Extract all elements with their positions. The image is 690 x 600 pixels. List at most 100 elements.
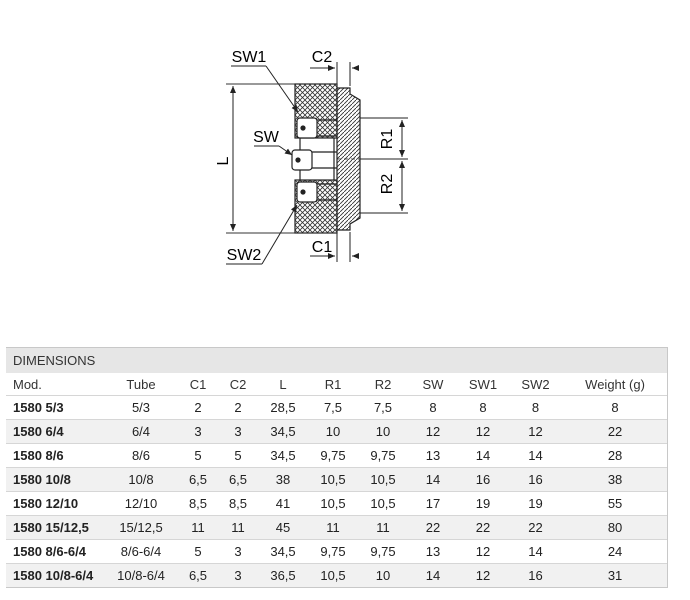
value-cell: 8/6 bbox=[104, 443, 178, 468]
value-cell: 9,75 bbox=[308, 539, 358, 564]
leader-sw bbox=[254, 145, 293, 156]
value-cell: 8/6-6/4 bbox=[104, 539, 178, 564]
dimension-c2 bbox=[310, 62, 359, 86]
label-r2: R2 bbox=[379, 174, 396, 195]
value-cell: 55 bbox=[563, 491, 668, 516]
dimension-l bbox=[226, 83, 296, 234]
model-cell: 1580 10/8 bbox=[6, 467, 104, 492]
value-cell: 10,5 bbox=[308, 563, 358, 588]
value-cell: 22 bbox=[563, 419, 668, 444]
value-cell: 8 bbox=[458, 395, 508, 420]
value-cell: 22 bbox=[458, 515, 508, 540]
label-c1: C1 bbox=[312, 239, 333, 256]
value-cell: 10,5 bbox=[308, 467, 358, 492]
value-cell: 15/12,5 bbox=[104, 515, 178, 540]
value-cell: 12 bbox=[458, 419, 508, 444]
value-cell: 34,5 bbox=[258, 443, 308, 468]
value-cell: 6,5 bbox=[178, 467, 218, 492]
table-title: DIMENSIONS bbox=[6, 347, 668, 373]
value-cell: 8 bbox=[408, 395, 458, 420]
value-cell: 12/10 bbox=[104, 491, 178, 516]
value-cell: 10 bbox=[308, 419, 358, 444]
value-cell: 12 bbox=[508, 419, 563, 444]
model-cell: 1580 12/10 bbox=[6, 491, 104, 516]
technical-drawing: L SW1 SW SW2 bbox=[215, 49, 408, 265]
value-cell: 14 bbox=[508, 443, 563, 468]
value-cell: 5 bbox=[178, 443, 218, 468]
value-cell: 45 bbox=[258, 515, 308, 540]
model-cell: 1580 6/4 bbox=[6, 419, 104, 444]
value-cell: 17 bbox=[408, 491, 458, 516]
value-cell: 11 bbox=[308, 515, 358, 540]
value-cell: 8 bbox=[508, 395, 563, 420]
header-cell: L bbox=[279, 376, 287, 392]
value-cell: 34,5 bbox=[258, 419, 308, 444]
value-cell: 6,5 bbox=[178, 563, 218, 588]
value-cell: 12 bbox=[458, 539, 508, 564]
model-cell: 1580 5/3 bbox=[6, 395, 104, 420]
model-cell: 1580 10/8-6/4 bbox=[6, 563, 104, 588]
value-cell: 10 bbox=[358, 419, 408, 444]
value-cell: 6/4 bbox=[104, 419, 178, 444]
value-cell: 36,5 bbox=[258, 563, 308, 588]
value-cell: 9,75 bbox=[308, 443, 358, 468]
label-sw1: SW1 bbox=[232, 49, 267, 66]
value-cell: 14 bbox=[408, 467, 458, 492]
value-cell: 3 bbox=[218, 419, 258, 444]
value-cell: 16 bbox=[458, 467, 508, 492]
dimensions-table: DIMENSIONS Mod. Tube C1 C2 L R1 R2 SW SW… bbox=[6, 347, 668, 588]
value-cell: 2 bbox=[178, 395, 218, 420]
fitting-body bbox=[291, 83, 361, 234]
value-cell: 19 bbox=[508, 491, 563, 516]
value-cell: 11 bbox=[218, 515, 258, 540]
leader-sw1 bbox=[231, 65, 299, 113]
leader-sw2 bbox=[226, 204, 298, 265]
value-cell: 38 bbox=[258, 467, 308, 492]
value-cell: 14 bbox=[508, 539, 563, 564]
value-cell: 80 bbox=[563, 515, 668, 540]
header-cell: C1 bbox=[189, 376, 207, 392]
value-cell: 22 bbox=[408, 515, 458, 540]
model-cell: 1580 8/6-6/4 bbox=[6, 539, 104, 564]
value-cell: 13 bbox=[408, 539, 458, 564]
value-cell: 12 bbox=[458, 563, 508, 588]
value-cell: 10/8 bbox=[104, 467, 178, 492]
label-r1: R1 bbox=[379, 129, 396, 150]
value-cell: 11 bbox=[178, 515, 218, 540]
value-cell: 14 bbox=[458, 443, 508, 468]
value-cell: 8 bbox=[563, 395, 668, 420]
value-cell: 9,75 bbox=[358, 443, 408, 468]
label-sw: SW bbox=[253, 129, 280, 146]
header-cell: Tube bbox=[126, 376, 156, 392]
header-cell: R2 bbox=[374, 376, 392, 392]
value-cell: 5/3 bbox=[104, 395, 178, 420]
value-cell: 2 bbox=[218, 395, 258, 420]
value-cell: 7,5 bbox=[308, 395, 358, 420]
value-cell: 38 bbox=[563, 467, 668, 492]
value-cell: 11 bbox=[358, 515, 408, 540]
value-cell: 10/8-6/4 bbox=[104, 563, 178, 588]
table-header-row: Mod. Tube C1 C2 L R1 R2 SW SW1 SW2 Weigh… bbox=[6, 373, 667, 396]
value-cell: 7,5 bbox=[358, 395, 408, 420]
value-cell: 5 bbox=[218, 443, 258, 468]
header-cell: SW1 bbox=[468, 376, 498, 392]
value-cell: 31 bbox=[563, 563, 668, 588]
model-cell: 1580 8/6 bbox=[6, 443, 104, 468]
value-cell: 16 bbox=[508, 563, 563, 588]
label-sw2: SW2 bbox=[227, 247, 262, 264]
value-cell: 24 bbox=[563, 539, 668, 564]
value-cell: 3 bbox=[218, 539, 258, 564]
label-c2: C2 bbox=[312, 49, 333, 66]
dimension-r1-r2 bbox=[360, 117, 408, 214]
value-cell: 10,5 bbox=[358, 467, 408, 492]
header-cell: C2 bbox=[229, 376, 247, 392]
value-cell: 28,5 bbox=[258, 395, 308, 420]
model-cell: 1580 15/12,5 bbox=[6, 515, 104, 540]
value-cell: 3 bbox=[178, 419, 218, 444]
